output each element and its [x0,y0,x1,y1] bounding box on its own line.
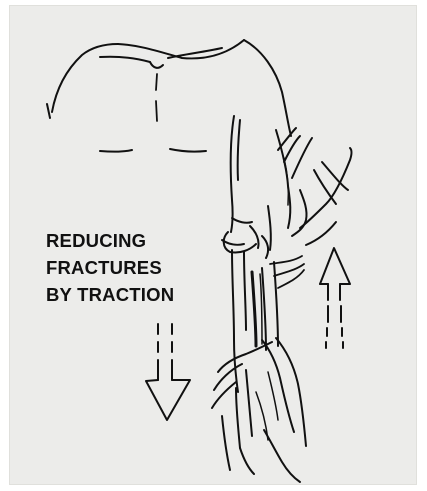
caption-line-3: BY TRACTION [46,281,226,308]
elbow-hand-sketch [222,128,352,258]
caption-text: REDUCING FRACTURES BY TRACTION [46,227,226,308]
forearm-sketch [232,250,304,392]
up-arrow [320,248,350,348]
caption-line-1: REDUCING [46,227,226,254]
down-arrow [146,324,190,420]
wrist-hands-sketch [212,338,306,482]
upper-arm-sketch [231,116,291,232]
caption-line-2: FRACTURES [46,254,226,281]
torso-sketch [47,40,291,152]
